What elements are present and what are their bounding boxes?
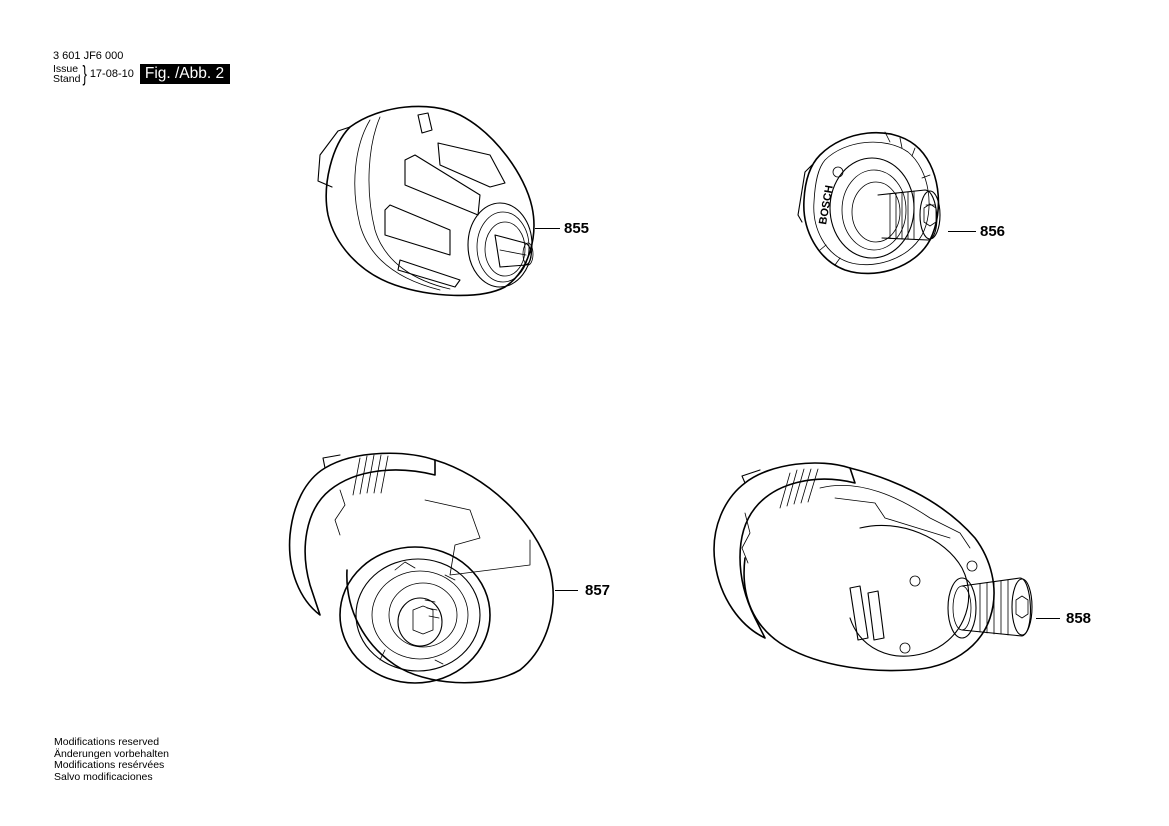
notice-line-en: Modifications reserved: [54, 736, 160, 748]
leader-line-856: [948, 231, 976, 232]
leader-line-855: [535, 228, 560, 229]
notice-line-fr: Modifications resérvées: [54, 759, 165, 771]
part-number-855: 855: [564, 220, 590, 237]
issue-row: Issue Stand } 17-08-10 Fig. /Abb. 2: [53, 61, 231, 86]
offset-attachment-icon: [713, 462, 1033, 672]
notice-line-de: Änderungen vorbehalten: [54, 747, 170, 760]
figure-label: Fig. /Abb. 2: [139, 64, 231, 84]
stand-label: Stand: [53, 73, 81, 85]
part-number-858: 858: [1066, 610, 1092, 627]
brace-icon: }: [82, 61, 88, 86]
bosch-logo: BOSCH: [817, 184, 836, 225]
issue-label: Issue: [53, 63, 79, 75]
document-header: 3 601 JF6 000 Issue Stand } 17-08-10 Fig…: [53, 50, 231, 86]
part-856-drawing: BOSCH: [790, 120, 950, 280]
issue-labels: Issue Stand: [53, 63, 81, 85]
modifications-notice: Modifications reserved Änderungen vorbeh…: [54, 736, 170, 783]
issue-date: 17-08-10: [89, 68, 134, 80]
part-855-drawing: [310, 95, 540, 300]
notice-line-es: Salvo modificaciones: [54, 770, 153, 783]
part-858-drawing: [700, 458, 1035, 673]
leader-line-857: [555, 590, 578, 591]
part-857-drawing: [285, 450, 560, 685]
part-number-856: 856: [980, 223, 1006, 240]
angle-attachment-icon: [288, 452, 554, 684]
bit-holder-icon: BOSCH: [797, 131, 941, 275]
document-number: 3 601 JF6 000: [53, 50, 124, 62]
part-number-857: 857: [585, 582, 611, 599]
drill-chuck-icon: [317, 105, 535, 297]
leader-line-858: [1036, 618, 1060, 619]
